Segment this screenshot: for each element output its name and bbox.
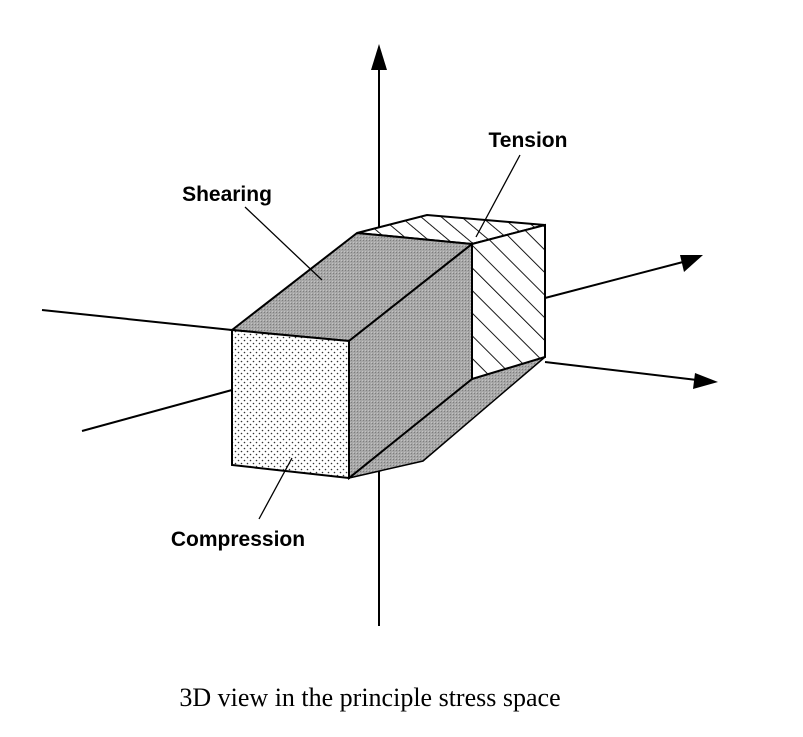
left-axis-lower (81, 389, 233, 432)
vertical-axis-arrowhead (371, 44, 387, 70)
right-axis-lower (544, 361, 698, 381)
left-axis-upper (41, 309, 233, 331)
figure-caption: 3D view in the principle stress space (179, 683, 560, 712)
compression-label: Compression (171, 528, 305, 551)
shearing-leader-line (244, 206, 323, 281)
tension-side-face (471, 223, 546, 381)
axis-arrowheads (371, 44, 718, 389)
right-axis-upper (544, 261, 684, 299)
compression-leader-line (258, 457, 293, 520)
right-lower-arrowhead (693, 373, 718, 389)
right-upper-arrowhead (680, 255, 703, 272)
shearing-label: Shearing (182, 183, 272, 206)
tension-leader-line (475, 154, 521, 238)
tension-label: Tension (489, 129, 568, 152)
compression-front-face (231, 328, 350, 480)
leader-lines (244, 154, 521, 520)
